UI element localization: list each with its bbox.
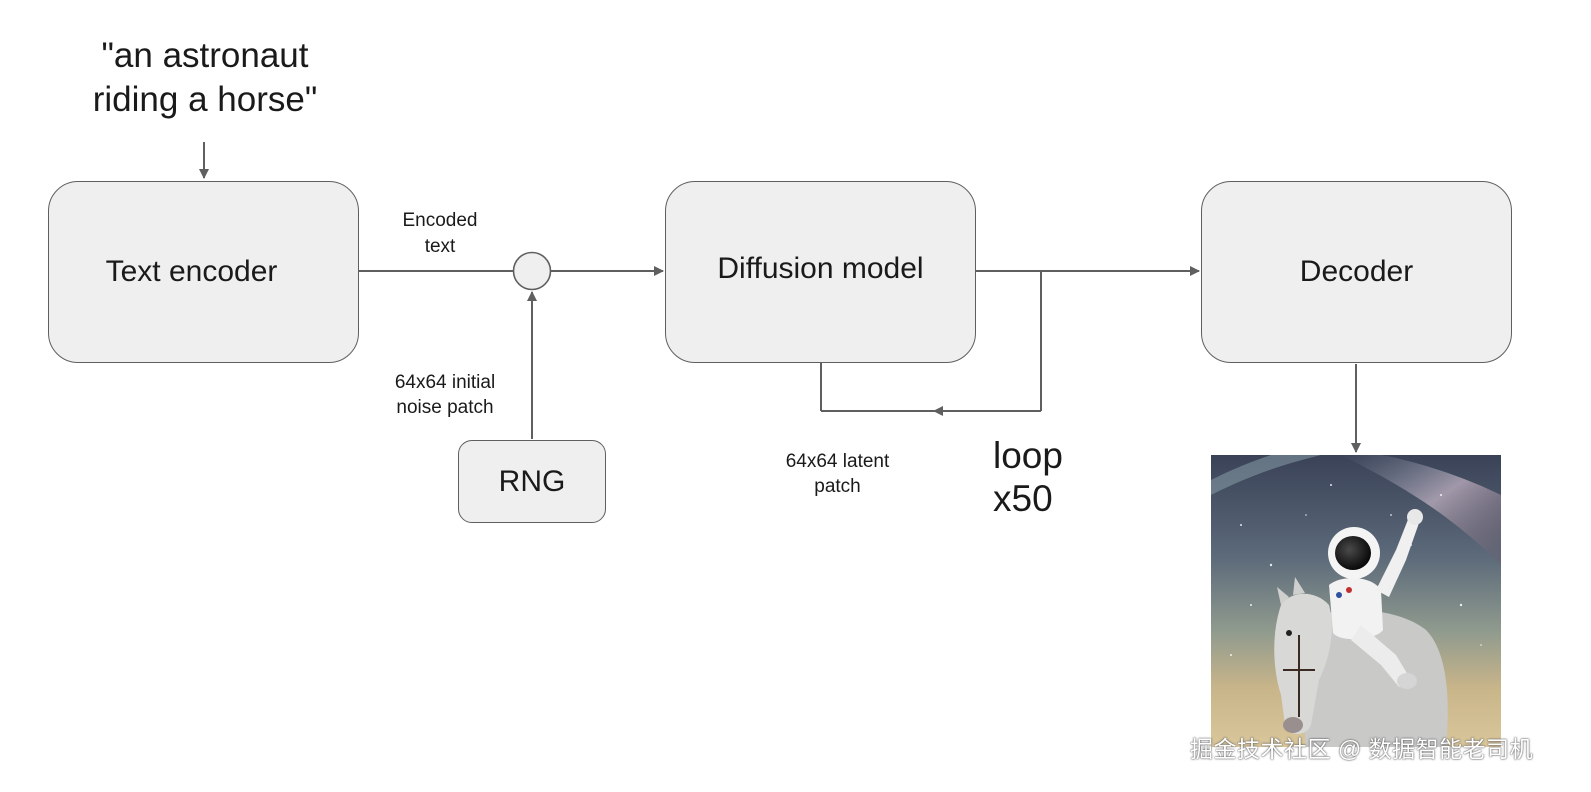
combine-junction (512, 251, 552, 291)
diffusion-model-label: Diffusion model (717, 252, 924, 285)
rng-box: RNG (458, 440, 606, 523)
decoder-label: Decoder (1299, 255, 1414, 288)
astronaut-riding-horse-image (1211, 455, 1501, 747)
watermark-text: 掘金技术社区 @ 数据智能老司机 (1190, 736, 1534, 762)
prompt-text: "an astronaut riding a horse" (92, 36, 318, 119)
text-encoder-box: Text encoder (48, 181, 359, 363)
encoded-text-label: Encoded text (402, 210, 478, 257)
noise-patch-label: 64x64 initial noise patch (394, 372, 496, 418)
diffusion-model-box: Diffusion model (665, 181, 976, 363)
loop-label: loop x50 (993, 435, 1063, 519)
rng-label: RNG (498, 464, 566, 498)
latent-patch-label: 64x64 latent patch (785, 451, 890, 497)
decoder-box: Decoder (1201, 181, 1512, 363)
text-encoder-label: Text encoder (105, 255, 278, 288)
